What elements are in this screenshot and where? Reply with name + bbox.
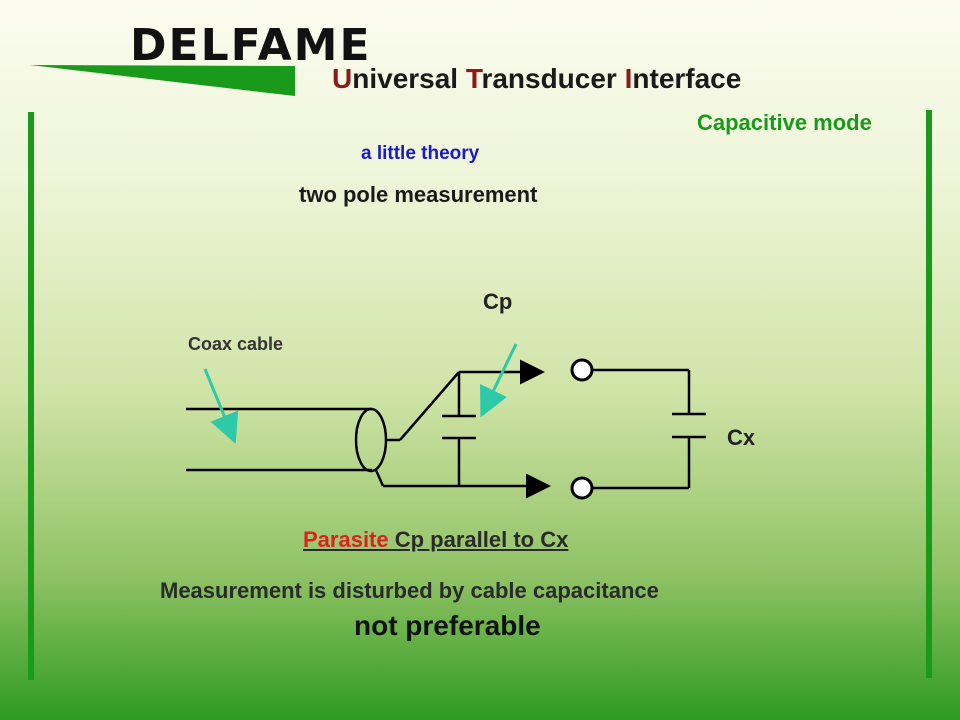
parasite-rest: Cp parallel to Cx: [388, 527, 569, 552]
coax-cable: [186, 407, 388, 473]
bottom-wire: [374, 469, 551, 499]
title-word-1: niversal: [352, 63, 466, 94]
right-border-bar: [926, 110, 932, 678]
capacitor-cp: [442, 372, 476, 486]
left-border-bar: [28, 112, 34, 680]
title-word-3: nterface: [632, 63, 742, 94]
company-logo: DELFAME: [130, 20, 372, 71]
terminal-top: [570, 358, 594, 382]
title-initial-u: U: [332, 63, 353, 94]
top-wire: [386, 359, 545, 442]
terminal-bottom: [570, 476, 594, 500]
title-word-2: ransducer: [481, 63, 625, 94]
title-initial-t: T: [465, 63, 482, 94]
parasite-word: Parasite: [303, 527, 389, 552]
conclusion-note: not preferable: [354, 610, 541, 641]
subtitle-theory: a little theory: [361, 143, 480, 164]
parasite-note: Parasite Cp parallel to Cx: [303, 527, 568, 553]
page-title: Universal Transducer Interface: [332, 63, 741, 95]
section-heading: two pole measurement: [299, 182, 538, 207]
title-initial-i: I: [624, 63, 633, 94]
mode-label: Capacitive mode: [697, 110, 872, 135]
logo-swoosh: [30, 65, 295, 96]
cp-pointer-arrow: [480, 343, 518, 418]
capacitor-cx: [592, 368, 706, 490]
coax-pointer-arrow: [203, 368, 239, 444]
disturbed-note: Measurement is disturbed by cable capaci…: [160, 578, 659, 603]
cx-label: Cx: [727, 425, 756, 450]
cp-label: Cp: [483, 289, 512, 314]
coax-label: Coax cable: [188, 334, 283, 354]
